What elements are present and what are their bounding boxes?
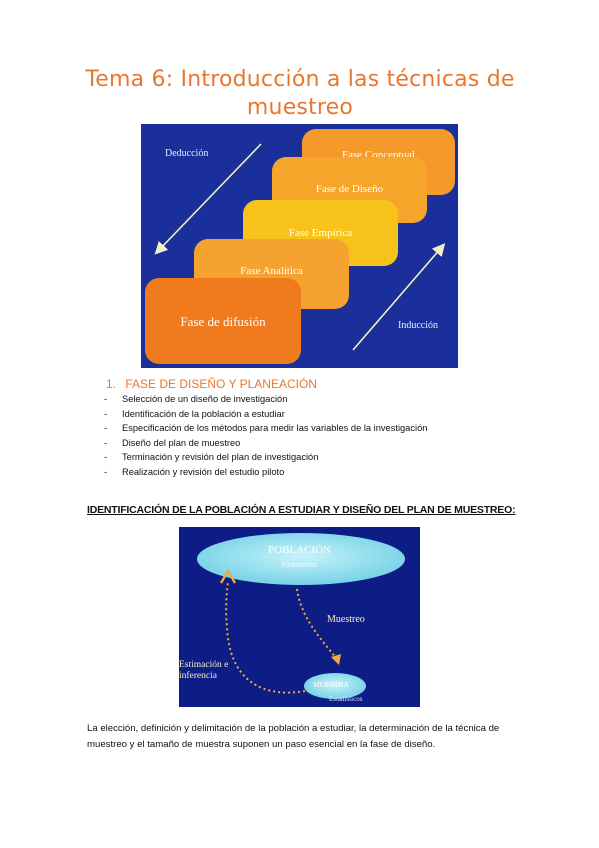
section-heading: 1. FASE DE DISEÑO Y PLANEACIÓN [106,377,317,391]
estimacion-arrowhead [219,568,237,584]
population-sample-figure: POBLACIÓN Parámetros Muestreo Estimación… [179,527,420,707]
induccion-arrow [352,243,446,351]
sample-ellipse [304,673,366,699]
arrows-layer [154,143,446,351]
section-number: 1. [106,377,117,391]
deduccion-arrow [154,143,262,255]
estadisticos-label: Estadísticos [329,695,363,703]
deduccion-label: Deducción [165,148,209,159]
research-phases-figure: Deducción Fase Conceptual Fase de Diseño… [141,124,458,368]
phase-difusion-label: Fase de difusión [180,314,266,329]
parametros-label: Parámetros [281,560,318,569]
muestreo-label: Muestreo [327,614,365,625]
estimacion-arrow [225,580,306,694]
population-ellipse [197,533,405,585]
population-heading: IDENTIFICACIÓN DE LA POBLACIÓN A ESTUDIA… [87,504,516,516]
list-item: -Identificación de la población a estudi… [104,408,285,419]
list-item: -Selección de un diseño de investigación [104,394,288,404]
title-line-1: Tema 6: Introducción a las técnicas de [85,67,515,92]
poblacion-label: POBLACIÓN [268,544,331,556]
phase-empirica-label: Fase Empírica [288,227,353,239]
page-title: Tema 6: Introducción a las técnicas de m… [60,66,540,122]
list-item: -Realización y revisión del estudio pilo… [104,466,285,477]
population-sample-drawing [197,533,405,699]
induccion-label: Inducción [398,320,438,331]
list-item: -Diseño del plan de muestreo [104,437,241,448]
summary-paragraph: La elección, definición y delimitación d… [87,723,500,750]
phase-tasks-list: -Selección de un diseño de investigación… [104,392,427,480]
phase-analitica-label: Fase Analítica [240,265,303,277]
section-title: FASE DE DISEÑO Y PLANEACIÓN [125,377,317,391]
muestreo-arrowhead [331,654,341,665]
phase-difusion: Fase de difusión [145,278,301,364]
title-line-2: muestreo [246,95,354,120]
muestreo-arrow [296,588,338,660]
list-item: -Especificación de los métodos para medi… [104,423,428,434]
list-item: -Terminación y revisión del plan de inve… [104,452,319,463]
estimacion-label: Estimación e inferencia [179,660,229,681]
phase-diseno-label: Fase de Diseño [315,183,384,195]
muestra-label: MUESTRA [313,680,349,689]
